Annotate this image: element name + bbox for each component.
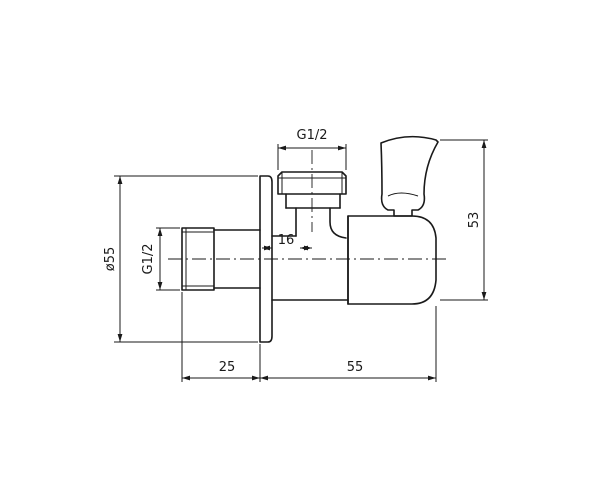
dim-height: 53 [440,139,488,301]
thread-side-label: G1/2 [141,244,156,275]
dim-lengths: 25 55 [181,292,437,382]
inlet-thread [181,227,261,291]
offset-label: 16 [278,233,295,248]
dim-diameter: ø55 [103,175,258,343]
outlet-thread [277,171,347,209]
length-left-label: 25 [219,360,236,375]
thread-top-label: G1/2 [297,128,328,143]
dim-thread-side: G1/2 [141,227,180,291]
wall-flange [259,175,273,343]
dim-thread-top: G1/2 [277,128,347,170]
diameter-label: ø55 [103,247,118,272]
dim-offset: 16 [262,233,312,252]
valve-handle [380,135,439,217]
valve-body [271,207,437,305]
length-right-label: 55 [347,360,364,375]
height-label: 53 [467,212,482,229]
